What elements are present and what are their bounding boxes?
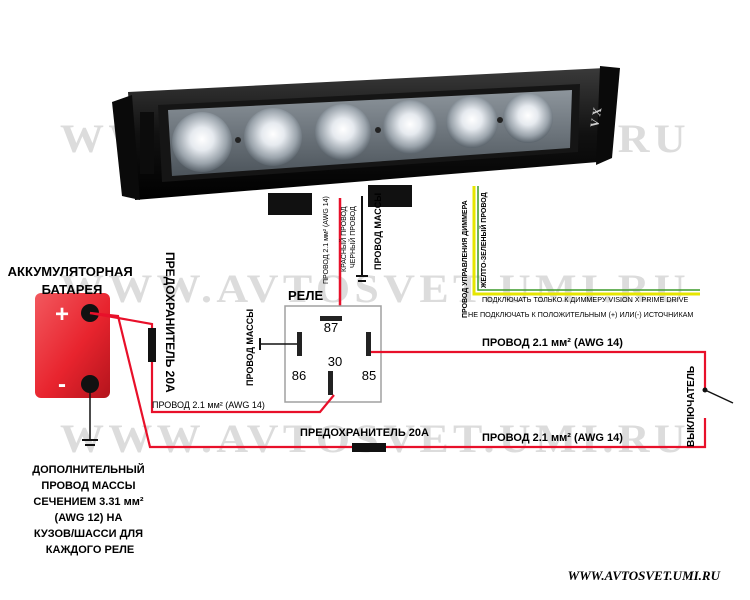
fuse-vertical-label: ПРЕДОХРАНИТЕЛЬ 20А — [163, 252, 177, 393]
power-wires — [89, 311, 707, 449]
switch — [702, 387, 734, 404]
wire-30-label: ПРОВОД 2.1 мм² (AWG 14) — [152, 400, 265, 410]
ground-note-line-2: ПРОВОД МАССЫ — [41, 480, 135, 492]
battery-title-line-2: БАТАРЕЯ — [42, 282, 103, 297]
led-3 — [315, 104, 371, 160]
mount-bracket-right — [368, 185, 412, 207]
led-6 — [503, 93, 553, 143]
battery-title: АККУМУЛЯТОРНАЯ БАТАРЕЯ — [8, 264, 137, 297]
wire-battery-to-relay-30 — [89, 311, 335, 414]
led-1 — [172, 112, 232, 172]
lightbar-ground-label: ПРОВОД МАССЫ — [373, 193, 383, 270]
ground-note-line-1: ДОПОЛНИТЕЛЬНЫЙ — [32, 463, 145, 476]
led-4 — [383, 100, 437, 154]
led-2 — [244, 108, 302, 166]
battery-title-line-1: АККУМУЛЯТОРНАЯ — [8, 264, 133, 279]
ground-note: ДОПОЛНИТЕЛЬНЫЙ ПРОВОД МАССЫ СЕЧЕНИЕМ 3.3… — [32, 463, 148, 556]
relay-pin-30: 30 — [328, 354, 342, 369]
battery-plus-sign: + — [55, 301, 69, 328]
relay-pin-87: 87 — [324, 320, 338, 335]
wire-bottom-label: ПРОВОД 2.1 мм² (AWG 14) — [482, 432, 623, 444]
relay-ground-label: ПРОВОД МАССЫ — [245, 309, 255, 386]
svg-text:V X: V X — [587, 106, 604, 129]
black-wire-name-label: ЧЕРНЫЙ ПРОВОД — [348, 206, 357, 268]
dimmer-note-2: НЕ ПОДКЛЮЧАТЬ К ПОЛОЖИТЕЛЬНЫМ (+) ИЛИ(-)… — [468, 310, 693, 319]
led-light-bar: V X — [112, 66, 620, 215]
ground-note-line-5: КУЗОВ/ШАССИ ДЛЯ — [34, 528, 143, 540]
battery-minus-sign: - — [58, 371, 66, 398]
watermark-middle: WWW.AVTOSVET.UMI.RU — [60, 266, 690, 311]
relay-pin-85: 85 — [362, 368, 376, 383]
dimmer-note-1: ПОДКЛЮЧАТЬ ТОЛЬКО К ДИММЕРУ VISION X PRI… — [482, 295, 688, 304]
wire-relay-85-to-switch — [371, 350, 707, 390]
ground-note-line-4: (AWG 12) НА — [55, 512, 123, 524]
fuse-bottom-label: ПРЕДОХРАНИТЕЛЬ 20А — [300, 427, 429, 439]
battery-negative-terminal — [81, 375, 99, 393]
wire-battery-to-switch — [89, 311, 707, 449]
switch-label: ВЫКЛЮЧАТЕЛЬ — [686, 366, 697, 447]
battery: + - — [35, 293, 110, 398]
red-wire-spec-label: ПРОВОД 2.1 мм² (AWG 14) — [323, 196, 330, 284]
ground-note-line-3: СЕЧЕНИЕМ 3.31 мм² — [33, 496, 143, 508]
fuse-bottom — [352, 443, 386, 452]
lightbar-wires — [338, 186, 700, 312]
led-5 — [446, 96, 498, 148]
relay-pin-86: 86 — [292, 368, 306, 383]
mount-bracket-left — [268, 193, 312, 215]
watermark-bottom: WWW.AVTOSVET.UMI.RU — [60, 416, 690, 461]
relay-title: РЕЛЕ — [288, 288, 323, 303]
wire-85-label: ПРОВОД 2.1 мм² (AWG 14) — [482, 337, 623, 349]
yellow-green-wire-label: ЖЕЛТО-ЗЕЛЕНЫЙ ПРОВОД — [479, 192, 488, 289]
relay: 87 86 30 85 — [284, 305, 382, 403]
footer-url: WWW.AVTOSVET.UMI.RU — [568, 568, 721, 583]
ground-note-line-6: КАЖДОГО РЕЛЕ — [46, 544, 134, 556]
red-wire-name-label: КРАСНЫЙ ПРОВОД — [339, 206, 348, 272]
dimmer-wire-label: ПРОВОД УПРАВЛЕНИЯ ДИММЕРА — [462, 200, 469, 318]
fuse-vertical — [148, 328, 156, 362]
